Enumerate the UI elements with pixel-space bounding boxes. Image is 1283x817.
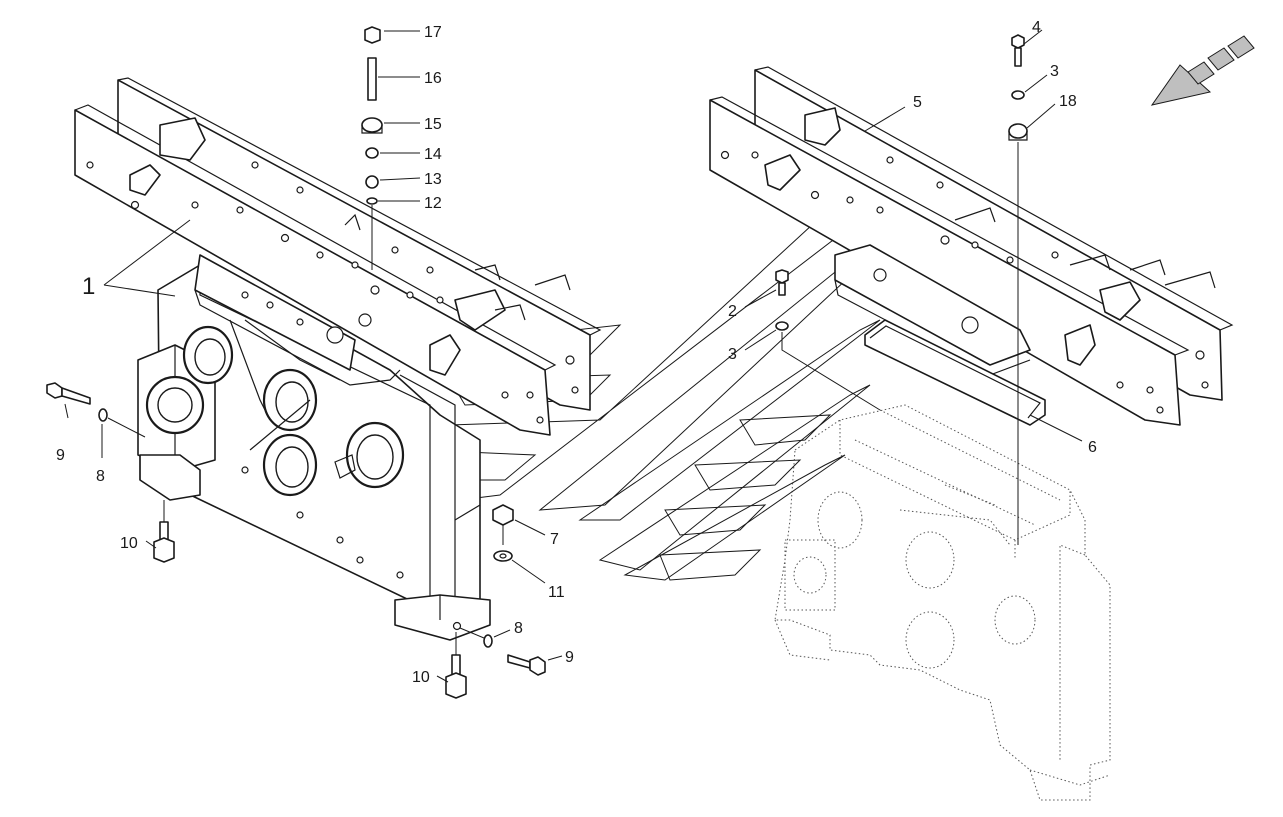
callout-17: 17 (424, 24, 442, 41)
fastener-10-right (445, 632, 467, 699)
callout-18: 18 (1059, 93, 1077, 110)
callout-6: 6 (1088, 439, 1097, 456)
callout-3-top: 3 (1050, 63, 1059, 80)
fastener-8-9-right (459, 627, 546, 676)
callout-12: 12 (424, 195, 442, 212)
callout-10-left: 10 (120, 535, 138, 552)
fastener-stack-3-4-18 (1008, 34, 1028, 545)
fastener-stack-12-17 (361, 26, 383, 270)
ghost-housing-outline (774, 404, 1111, 801)
callout-leaders (64, 29, 1083, 683)
callout-9-right: 9 (565, 649, 574, 666)
travel-direction-arrow-icon (1150, 35, 1255, 106)
fastener-stack-2-3 (775, 269, 881, 411)
callout-8-right: 8 (514, 620, 523, 637)
callout-7: 7 (550, 531, 559, 548)
callout-2: 2 (728, 303, 737, 320)
gasket-part-6 (864, 319, 1046, 426)
frame-rails-left (74, 77, 602, 436)
frame-rails-right (709, 66, 1234, 426)
callout-13: 13 (424, 171, 442, 188)
callout-8-left: 8 (96, 468, 105, 485)
callout-16: 16 (424, 70, 442, 87)
callout-3-mid: 3 (728, 346, 737, 363)
fastener-8-9-left (46, 382, 146, 438)
fastener-10-left (153, 500, 175, 563)
housing-left (137, 264, 491, 641)
fastener-7-11 (492, 504, 514, 562)
callout-1: 1 (82, 273, 95, 300)
callout-15: 15 (424, 116, 442, 133)
callout-4: 4 (1032, 19, 1041, 36)
callout-5: 5 (913, 94, 922, 111)
callout-11: 11 (548, 584, 565, 601)
callout-10-right: 10 (412, 669, 430, 686)
callout-14: 14 (424, 146, 442, 163)
callout-9-left: 9 (56, 447, 65, 464)
